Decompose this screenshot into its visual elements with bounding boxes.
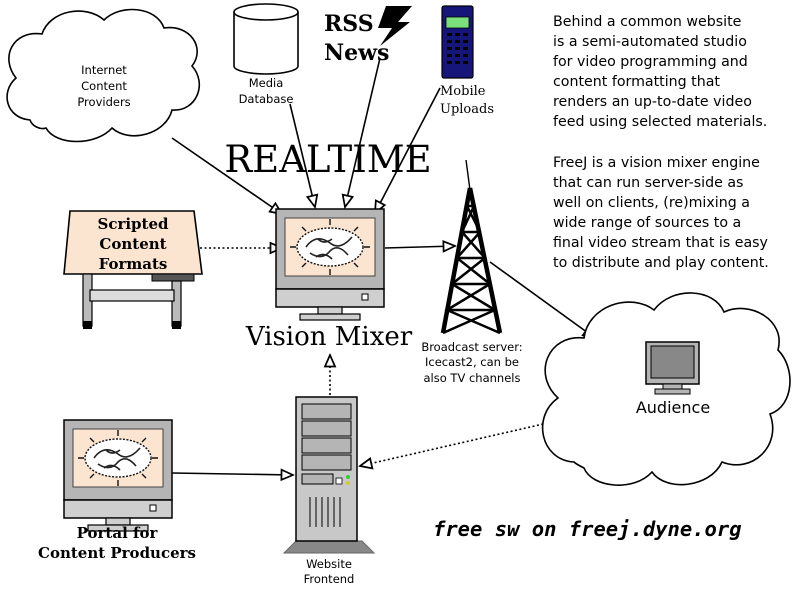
tv-icon bbox=[645, 341, 700, 395]
connectors bbox=[171, 57, 595, 475]
scripted-formats-label-line3: Formats bbox=[99, 255, 168, 273]
freej-url-footer: free sw on freej.dyne.org bbox=[433, 517, 742, 541]
realtime-label: REALTIME bbox=[224, 138, 431, 181]
rss-news-label-line2: News bbox=[324, 40, 389, 66]
mobile-uploads-label-line2: Uploads bbox=[440, 102, 494, 117]
mobile-uploads-label-line1: Mobile bbox=[440, 84, 486, 99]
media-database-label-line1: Media bbox=[249, 76, 284, 90]
media-database: Media Database bbox=[233, 3, 299, 106]
broadcast-to-audience-arrow bbox=[489, 261, 595, 338]
description-paragraph-2: FreeJ is a vision mixer engine that can … bbox=[553, 154, 769, 272]
internet-providers-cloud: Internet Content Providers bbox=[6, 8, 201, 143]
broadcast-server-label-line3: also TV channels bbox=[424, 371, 521, 385]
website-frontend-label-line1: Website bbox=[306, 557, 352, 571]
portal-to-frontend-arrow bbox=[171, 473, 293, 475]
broadcast-server-label-line1: Broadcast server: bbox=[421, 340, 522, 354]
website-frontend-label-line2: Frontend bbox=[304, 572, 355, 586]
portal: Portal for Content Producers bbox=[38, 419, 196, 562]
broadcast-server-label-line2: Icecast2, can be bbox=[425, 355, 519, 369]
providers-to-mixer-arrow bbox=[171, 137, 282, 214]
internet-providers-label-line2: Content bbox=[81, 79, 127, 93]
lightning-bolt-icon bbox=[378, 6, 412, 46]
broadcast-server: Broadcast server: Icecast2, can be also … bbox=[421, 159, 523, 385]
vision-mixer: Vision Mixer bbox=[245, 208, 413, 352]
portal-label-line2: Content Producers bbox=[38, 544, 196, 562]
portal-monitor-icon bbox=[63, 419, 173, 532]
rss-news-label-line1: RSS bbox=[324, 11, 374, 37]
database-to-mixer-arrow bbox=[289, 103, 315, 207]
mobile-phone-icon bbox=[441, 5, 474, 79]
table-icon bbox=[63, 210, 203, 329]
audience-to-frontend-arrow bbox=[360, 421, 553, 466]
description-panel: Behind a common website is a semi-automa… bbox=[553, 12, 793, 293]
server-tower-icon bbox=[282, 396, 376, 554]
scripted-formats: Scripted Content Formats bbox=[63, 210, 203, 329]
database-icon bbox=[233, 3, 299, 75]
portal-label-line1: Portal for bbox=[77, 524, 159, 542]
vision-mixer-monitor-icon bbox=[275, 208, 385, 321]
scripted-formats-label-line2: Content bbox=[99, 235, 166, 253]
website-frontend: Website Frontend bbox=[282, 396, 376, 586]
scripted-formats-label-line1: Scripted bbox=[97, 215, 169, 233]
mobile-uploads: Mobile Uploads bbox=[440, 5, 494, 117]
internet-providers-label-line3: Providers bbox=[77, 95, 130, 109]
mixer-to-broadcast-arrow bbox=[384, 246, 455, 248]
audience-label: Audience bbox=[636, 398, 710, 417]
mobile-to-mixer-arrow bbox=[375, 87, 441, 213]
broadcast-tower-icon bbox=[440, 159, 503, 335]
internet-providers-label-line1: Internet bbox=[81, 63, 127, 77]
rss-to-mixer-arrow bbox=[345, 57, 381, 207]
vision-mixer-label: Vision Mixer bbox=[245, 322, 413, 352]
audience-cloud: Audience bbox=[541, 292, 791, 486]
description-paragraph-1: Behind a common website is a semi-automa… bbox=[553, 14, 768, 131]
media-database-label-line2: Database bbox=[239, 92, 294, 106]
rss-news: RSS News bbox=[324, 6, 412, 66]
